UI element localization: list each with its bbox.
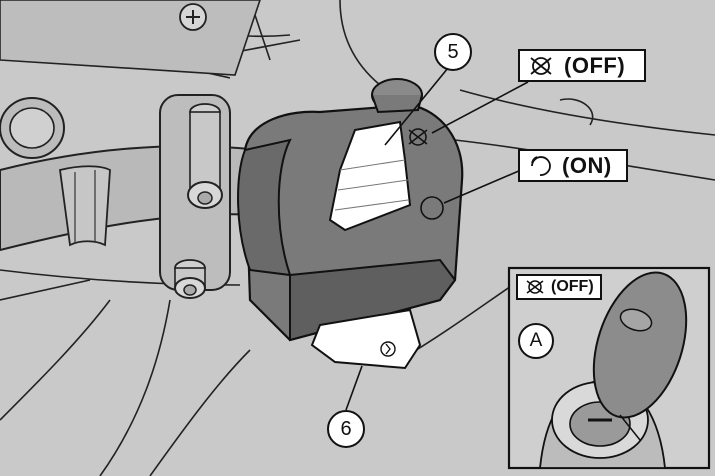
starter-button	[310, 308, 422, 370]
top-panel	[0, 0, 261, 76]
on-position-mark-icon	[420, 196, 444, 220]
part-letter-a: A	[518, 323, 554, 359]
off-label-text: (OFF)	[564, 52, 626, 78]
ignition-inset	[507, 266, 711, 470]
engine-stop-off-icon	[530, 56, 552, 75]
handlebar-clamp	[159, 94, 231, 299]
mirror-mount	[0, 97, 65, 159]
key-icon	[592, 271, 688, 419]
engine-stop-switch	[328, 120, 444, 232]
on-position-label: (ON)	[518, 149, 628, 182]
ignition-off-icon	[526, 280, 544, 294]
part-number-5: 5	[434, 33, 472, 71]
off-position-mark-icon	[408, 128, 428, 146]
run-on-circle-icon	[531, 155, 551, 176]
part-number-6: 6	[327, 410, 365, 448]
off-position-label: (OFF)	[518, 49, 646, 82]
starter-symbol-icon	[380, 341, 396, 357]
inset-off-label: (OFF)	[516, 274, 602, 300]
inset-off-label-text: (OFF)	[551, 278, 594, 295]
on-label-text: (ON)	[562, 152, 612, 178]
